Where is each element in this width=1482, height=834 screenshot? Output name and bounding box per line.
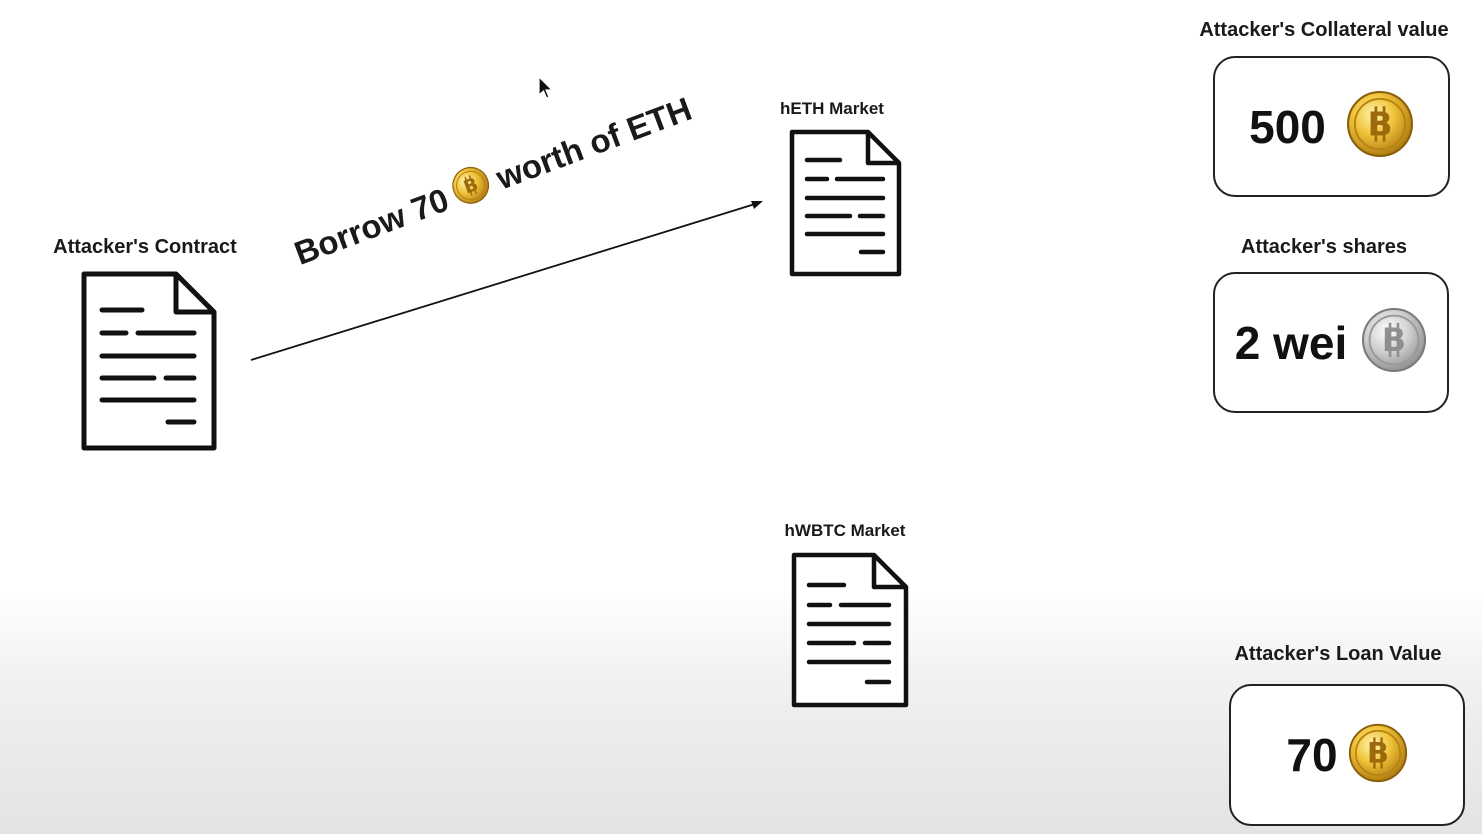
borrow-arrow-label: Borrow 70 B worth of ETH xyxy=(288,86,698,276)
shares-value: 2 wei xyxy=(1234,316,1348,369)
loan-card: 70 B xyxy=(1229,684,1465,826)
svg-text:B: B xyxy=(1382,323,1406,359)
heth-market-document-icon xyxy=(788,128,903,278)
attacker-contract-label: Attacker's Contract xyxy=(53,236,237,258)
attacker-contract-document-icon xyxy=(80,270,218,452)
collateral-card: 500 B xyxy=(1213,56,1450,197)
loan-title: Attacker's Loan Value xyxy=(1234,643,1442,665)
bitcoin-silver-coin-icon: B xyxy=(1361,307,1427,378)
bitcoin-gold-coin-icon: B xyxy=(447,161,499,217)
heth-market-label: hETH Market xyxy=(780,99,884,118)
hwbtc-market-document-icon xyxy=(790,551,910,709)
loan-value: 70 xyxy=(1286,729,1338,781)
bitcoin-gold-coin-icon: B xyxy=(1348,723,1408,788)
mouse-cursor-icon xyxy=(538,75,554,105)
bitcoin-gold-coin-icon: B xyxy=(1346,90,1414,163)
hwbtc-market-label: hWBTC Market xyxy=(784,521,906,540)
shares-title: Attacker's shares xyxy=(1241,236,1407,258)
shares-card: 2 wei B xyxy=(1213,272,1449,413)
collateral-value: 500 xyxy=(1249,100,1326,153)
svg-text:B: B xyxy=(1367,106,1392,144)
svg-text:B: B xyxy=(1367,736,1389,770)
collateral-title: Attacker's Collateral value xyxy=(1199,19,1449,41)
